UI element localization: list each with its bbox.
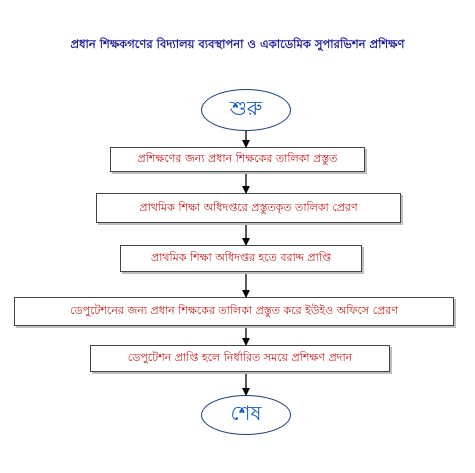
diagram-title: প্রধান শিক্ষকগণের বিদ্যালয় ব্যবস্থাপনা … — [70, 37, 405, 51]
start-node: শুরু — [201, 89, 291, 131]
end-node: শেষ — [201, 395, 291, 435]
process-step-3: প্রাথমিক শিক্ষা অধিদপ্তর হতে বরাদ্দ প্রা… — [120, 245, 362, 272]
process-step-4: ডেপুটেশনের জন্য প্রধান শিক্ষকের তালিকা প… — [14, 297, 454, 326]
process-step-1: প্রশিক্ষণের জন্য প্রধান শিক্ষকের তালিকা … — [110, 147, 365, 172]
process-step-5: ডেপুটেশন প্রাপ্তি হলে নির্ধারিত সময়ে প্… — [90, 345, 390, 372]
process-step-2: প্রাথমিক শিক্ষা অধিদপ্তরে প্রস্তুতকৃত তা… — [96, 193, 401, 223]
